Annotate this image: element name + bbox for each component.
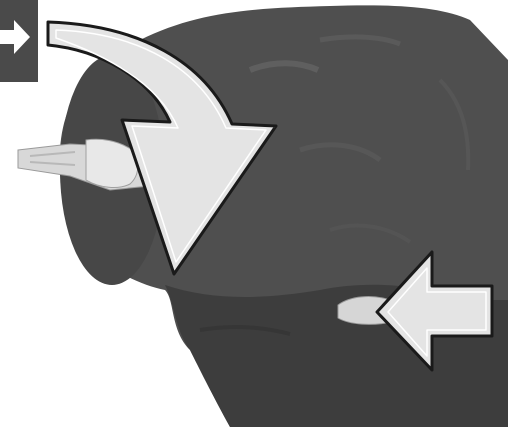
step-arrow-icon xyxy=(0,0,38,82)
step-badge xyxy=(0,0,38,82)
